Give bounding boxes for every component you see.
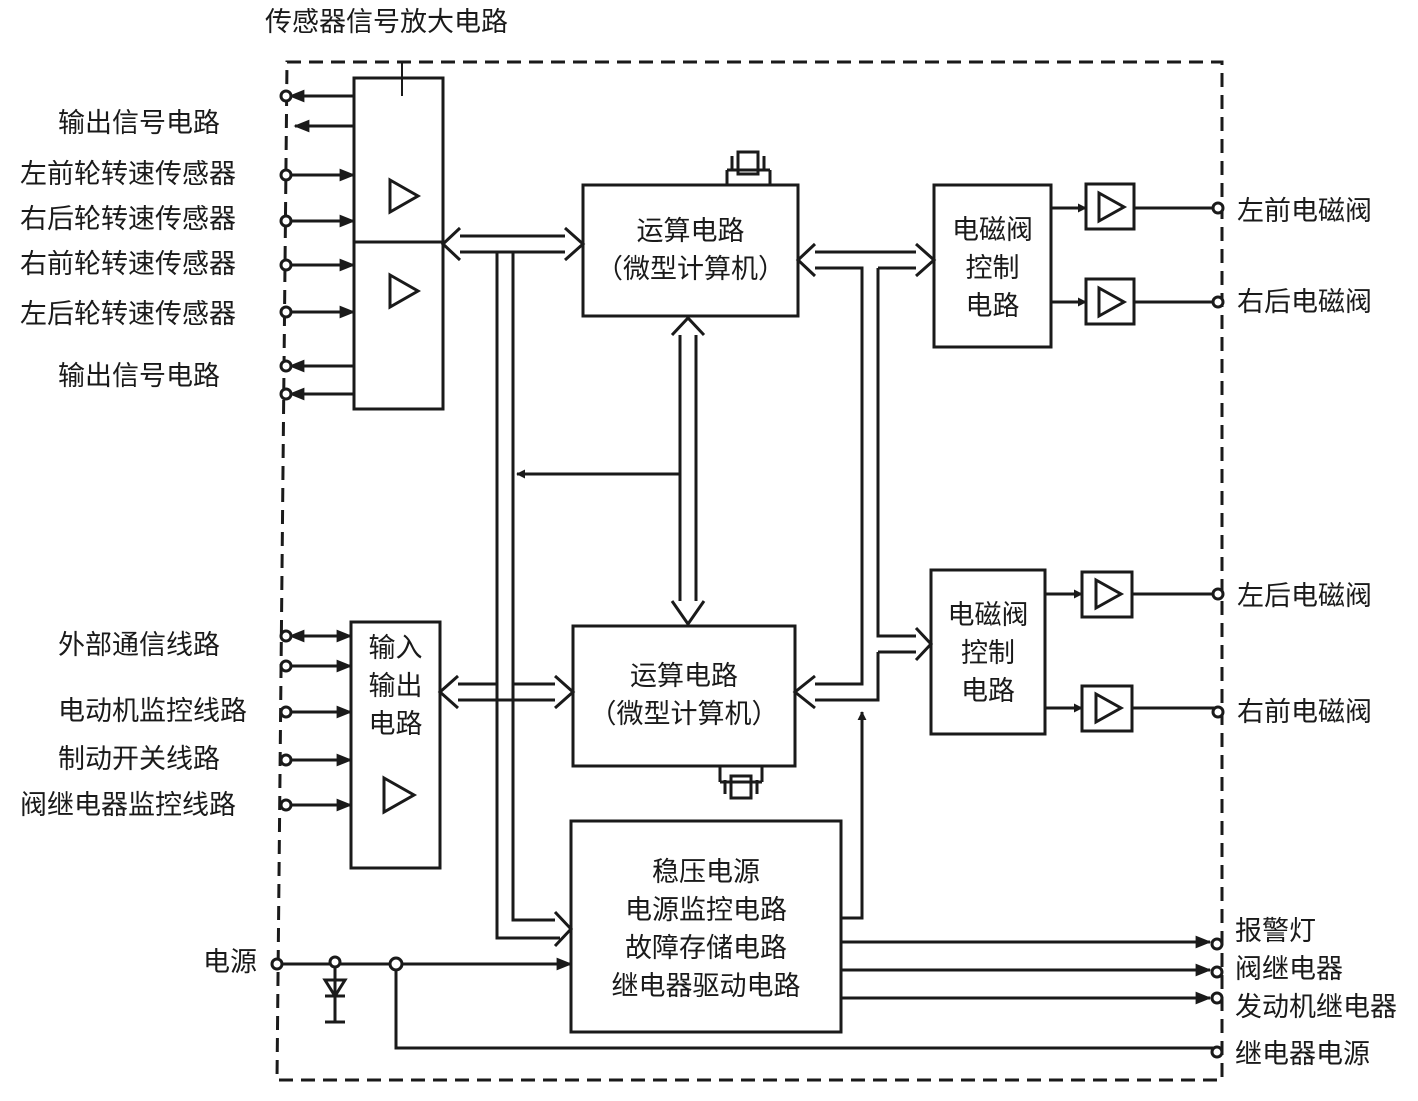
power-block: 稳压电源 电源监控电路 故障存储电路 继电器驱动电路 xyxy=(571,854,841,1006)
sensor-amplifier-title: 传感器信号放大电路 xyxy=(265,7,508,38)
label-external-comm: 外部通信线路 xyxy=(58,630,220,661)
amplifier-icon xyxy=(388,177,422,215)
amplifier-icon xyxy=(388,272,422,310)
label-brake-switch: 制动开关线路 xyxy=(58,744,220,775)
cpu-bottom-line2: （微型计算机） xyxy=(589,699,779,730)
valve-ctrl-bottom-line1: 电磁阀 xyxy=(947,600,1029,631)
io-block-line1: 输入 xyxy=(368,633,423,664)
label-lf-solenoid-valve: 左前电磁阀 xyxy=(1237,196,1372,227)
cpu-bottom-frame xyxy=(571,624,797,768)
power-to-bus-line xyxy=(841,711,867,920)
cpu-top-line1: 运算电路 xyxy=(636,216,745,247)
label-relay-power: 继电器电源 xyxy=(1235,1039,1370,1070)
crystal-oscillator-icon xyxy=(718,766,764,800)
io-signal-lines xyxy=(279,629,353,812)
label-lr-speed-sensor: 左后轮转速传感器 xyxy=(20,299,236,330)
label-output-signal-bottom: 输出信号电路 xyxy=(58,361,220,392)
valve-drivers xyxy=(1045,182,1216,733)
sensor-amplifier-block xyxy=(352,62,445,411)
label-output-signal-top: 输出信号电路 xyxy=(58,108,220,139)
label-rr-solenoid-valve: 右后电磁阀 xyxy=(1237,287,1372,318)
valve-ctrl-top-frame xyxy=(932,183,1053,349)
crystal-oscillator-icon xyxy=(725,150,772,185)
power-block-line4: 继电器驱动电路 xyxy=(611,971,801,1002)
data-bus xyxy=(437,226,937,948)
valve-ctrl-bottom-frame xyxy=(929,568,1047,736)
valve-ctrl-top-line2: 控制 xyxy=(965,253,1020,284)
io-block-frame xyxy=(349,620,442,870)
label-rf-solenoid-valve: 右前电磁阀 xyxy=(1237,697,1372,728)
valve-ctrl-bottom-line3: 电路 xyxy=(961,676,1015,707)
ecu-boundary xyxy=(275,60,1224,1082)
label-power: 电源 xyxy=(203,947,257,978)
power-block-line3: 故障存储电路 xyxy=(625,933,787,964)
power-block-frame xyxy=(569,819,843,1034)
io-block-line2: 输出 xyxy=(368,671,423,702)
amplifier-icon xyxy=(382,775,418,815)
cpu-top-block: 运算电路 （微型计算机） xyxy=(583,213,798,289)
power-input-lines xyxy=(270,955,1216,1050)
valve-ctrl-top-line1: 电磁阀 xyxy=(952,215,1033,246)
cpu-bottom-line1: 运算电路 xyxy=(630,661,738,692)
label-engine-relay: 发动机继电器 xyxy=(1235,992,1397,1023)
valve-ctrl-bottom-line2: 控制 xyxy=(961,638,1015,669)
sensor-signal-lines xyxy=(279,89,356,401)
label-valve-relay: 阀继电器 xyxy=(1235,954,1343,985)
label-warning-lamp: 报警灯 xyxy=(1235,916,1316,947)
label-valve-relay-monitor: 阀继电器监控线路 xyxy=(20,790,236,821)
power-block-line1: 稳压电源 xyxy=(652,857,760,888)
valve-ctrl-top-line3: 电路 xyxy=(965,291,1020,322)
power-outputs xyxy=(841,935,1212,1005)
cpu-bottom-block: 运算电路 （微型计算机） xyxy=(573,658,795,734)
label-rr-speed-sensor: 右后轮转速传感器 xyxy=(20,204,236,235)
cpu-top-line2: （微型计算机） xyxy=(596,254,785,285)
valve-ctrl-bottom-block: 电磁阀 控制 电路 xyxy=(931,597,1045,711)
io-block-line3: 电路 xyxy=(368,709,423,740)
io-block: 输入 输出 电路 xyxy=(351,630,440,744)
label-motor-monitor: 电动机监控线路 xyxy=(58,696,247,727)
cpu-top-frame xyxy=(581,183,800,318)
label-rf-speed-sensor: 右前轮转速传感器 xyxy=(20,249,236,280)
right-terminals xyxy=(1210,201,1225,1059)
valve-ctrl-top-block: 电磁阀 控制 电路 xyxy=(934,212,1051,326)
power-block-line2: 电源监控电路 xyxy=(625,895,787,926)
label-lr-solenoid-valve: 左后电磁阀 xyxy=(1237,581,1372,612)
label-lf-speed-sensor: 左前轮转速传感器 xyxy=(20,159,236,190)
